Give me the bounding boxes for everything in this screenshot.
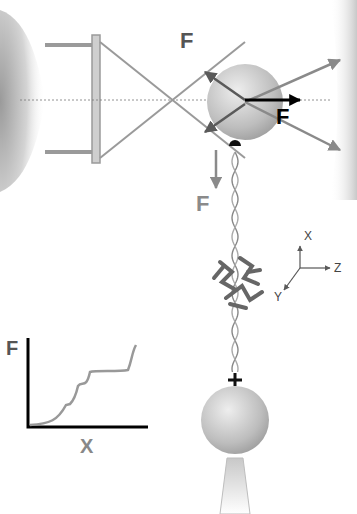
pull-force-arrow xyxy=(215,150,218,188)
force-label: F xyxy=(180,30,193,52)
dna-helix xyxy=(232,152,238,372)
graph-axis-label: X xyxy=(80,436,93,456)
axes-triad xyxy=(284,246,330,290)
force-extension-graph xyxy=(28,338,148,427)
axis-label: Y xyxy=(274,291,282,303)
protein-tangle xyxy=(214,258,262,308)
net-force-arrow xyxy=(245,99,300,102)
gaussian-beam xyxy=(0,10,45,192)
beam-edge xyxy=(45,43,92,47)
anchor-bead xyxy=(201,386,269,454)
force-arrow xyxy=(205,72,245,100)
dna-strand xyxy=(232,152,238,372)
axis-label: X xyxy=(304,230,312,242)
axis-label: Z xyxy=(334,262,341,274)
optical-axis xyxy=(20,100,330,101)
tether-handle xyxy=(228,373,242,386)
dna-strand xyxy=(232,152,238,372)
beam-edge xyxy=(45,150,92,154)
graph-axis-label: F xyxy=(6,338,18,358)
force-label: F xyxy=(196,193,209,215)
outgoing-beam xyxy=(330,0,357,200)
force-arrow xyxy=(205,104,245,132)
micropipette xyxy=(220,458,250,514)
force-label: F xyxy=(276,106,289,128)
refracted-rays xyxy=(245,60,340,150)
lens xyxy=(92,35,100,163)
tether-handle xyxy=(229,140,241,146)
